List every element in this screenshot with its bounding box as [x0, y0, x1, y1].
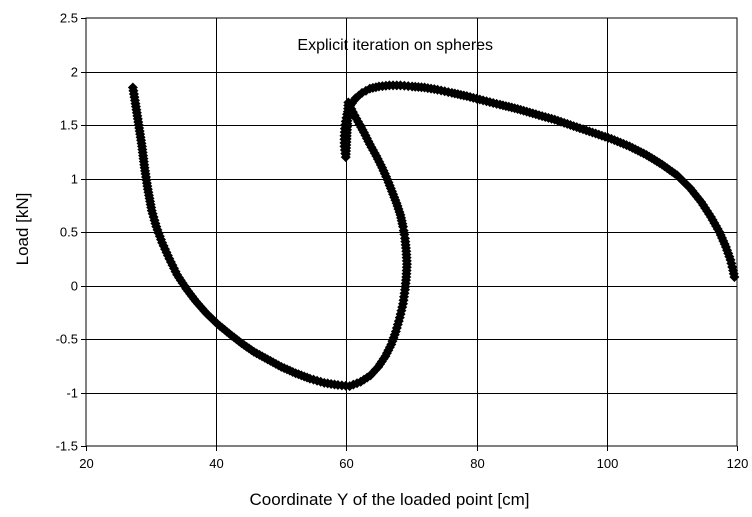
x-tick-label: 100 [597, 456, 619, 471]
y-tick-label: 1 [71, 172, 78, 187]
y-tick-label: 0.5 [60, 225, 78, 240]
x-axis-label: Coordinate Y of the loaded point [cm] [249, 490, 529, 509]
y-tick-label: -0.5 [56, 332, 78, 347]
y-tick-label: 2 [71, 65, 78, 80]
y-tick-label: 0 [71, 279, 78, 294]
tick-labels: 20 40 60 80 100 120 -1.5 -1 -0.5 0 0.5 1 1.5 2 2.5 [56, 11, 749, 472]
y-tick-label: 1.5 [60, 118, 78, 133]
chart-annotation: Explicit iteration on spheres [297, 37, 493, 54]
y-tick-label: 2.5 [60, 11, 78, 26]
x-tick-label: 20 [79, 456, 93, 471]
x-tick-label: 60 [339, 456, 353, 471]
y-tick-label: -1 [66, 386, 78, 401]
y-axis-label: Load [kN] [13, 193, 32, 266]
x-tick-label: 40 [209, 456, 223, 471]
axis-ticks [81, 18, 738, 451]
x-tick-label: 120 [727, 456, 749, 471]
x-tick-label: 80 [470, 456, 484, 471]
grid-lines [86, 18, 737, 446]
data-points [127, 80, 740, 392]
y-tick-label: -1.5 [56, 439, 78, 454]
data-point [729, 271, 740, 282]
